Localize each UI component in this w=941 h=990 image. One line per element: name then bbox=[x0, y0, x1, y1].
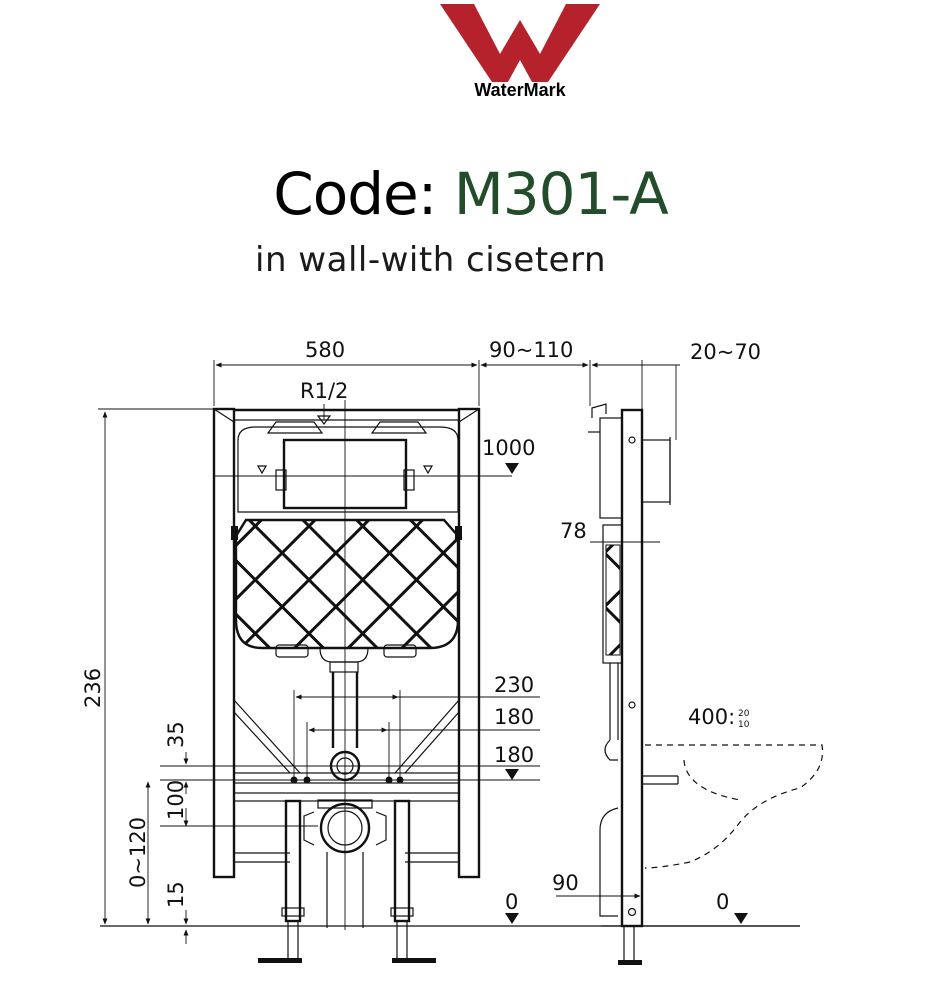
dim-height-236: 236 bbox=[81, 668, 105, 708]
frame-cross-rail bbox=[233, 772, 460, 784]
side-view bbox=[588, 403, 824, 965]
dim-depth-90: 90 bbox=[552, 871, 579, 895]
dim-depth-78: 78 bbox=[560, 519, 587, 543]
dim-height-1000: 1000 bbox=[482, 436, 535, 460]
side-cistern-tank bbox=[605, 544, 621, 656]
cistern-tank bbox=[234, 518, 460, 650]
wall-hung-toilet-outline bbox=[644, 744, 824, 869]
frame-left-leg bbox=[284, 799, 302, 923]
side-frame bbox=[620, 408, 644, 928]
frame-left-upright bbox=[212, 407, 236, 879]
title-code-value: M301-A bbox=[453, 160, 669, 228]
dim-spacing-230: 230 bbox=[494, 673, 534, 697]
frame-right-upright bbox=[457, 407, 481, 879]
dim-tolerance-upper: 20 bbox=[738, 709, 750, 719]
dim-inlet-r12: R1/2 bbox=[300, 379, 348, 403]
title-code-label: Code: bbox=[273, 160, 454, 228]
dim-spacing-180: 180 bbox=[494, 705, 534, 729]
dim-width-580: 580 bbox=[305, 338, 345, 362]
dim-distance-400: 400: bbox=[688, 705, 735, 729]
dim-height-100: 100 bbox=[164, 780, 188, 820]
dim-zero-side: 0 bbox=[716, 890, 729, 914]
dim-height-180: 180 bbox=[494, 743, 534, 767]
watermark-logo bbox=[440, 4, 600, 82]
dim-depth-20-70: 20~70 bbox=[690, 340, 761, 364]
dim-height-15: 15 bbox=[164, 881, 188, 908]
cistern-upper-housing bbox=[237, 426, 459, 513]
right-foot-plate bbox=[392, 958, 436, 963]
front-view bbox=[100, 400, 800, 963]
page-title: Code: M301-A bbox=[0, 160, 941, 228]
frame-right-leg bbox=[393, 799, 411, 923]
dim-depth-90-110: 90~110 bbox=[489, 338, 573, 362]
side-flush-button bbox=[641, 439, 671, 503]
dim-tolerance-lower: 10 bbox=[738, 720, 750, 730]
dimension-labels: 580 90~110 20~70 R1/2 1000 236 230 180 1… bbox=[81, 338, 761, 914]
dim-height-0-120: 0~120 bbox=[126, 817, 150, 888]
left-foot-plate bbox=[258, 958, 302, 963]
dim-zero-front: 0 bbox=[505, 890, 518, 914]
dim-height-35: 35 bbox=[164, 721, 188, 748]
page-subtitle: in wall-with cisetern bbox=[255, 240, 606, 280]
watermark-logo-text: WaterMark bbox=[474, 80, 566, 100]
dimension-lines bbox=[98, 360, 748, 944]
watermark-logo-w-mark bbox=[440, 4, 600, 82]
